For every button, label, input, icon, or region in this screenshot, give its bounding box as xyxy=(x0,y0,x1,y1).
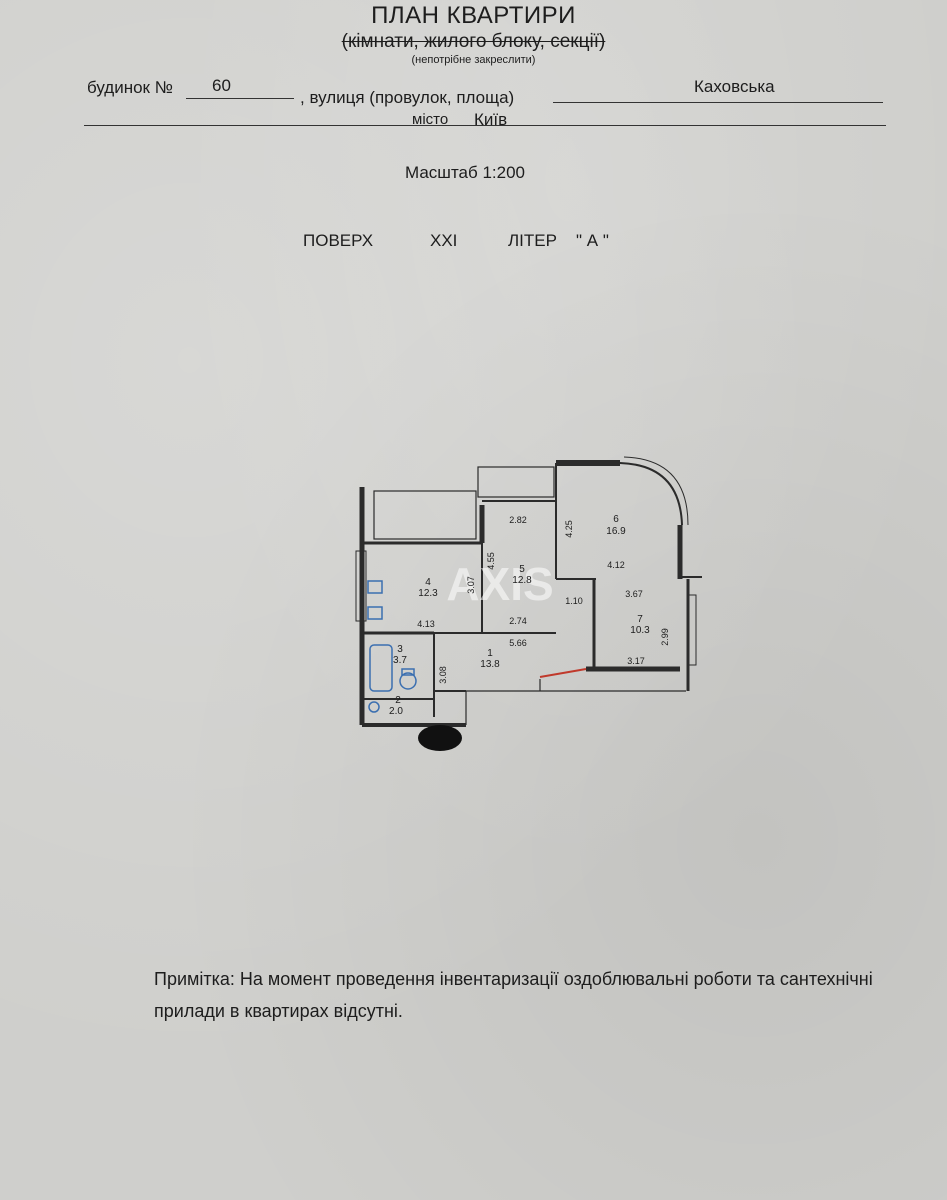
street-underline xyxy=(553,102,883,103)
building-underline xyxy=(186,98,294,99)
entry-wall-accent xyxy=(539,668,587,678)
dim-2-74: 2.74 xyxy=(509,616,527,626)
floor-label: ПОВЕРХ xyxy=(303,231,374,250)
room-4-area: 12.3 xyxy=(418,588,438,599)
dim-2-82: 2.82 xyxy=(509,515,527,525)
room-2-number: 2 xyxy=(395,695,401,706)
letter-label: ЛІТЕР xyxy=(508,231,557,250)
street-value: Каховська xyxy=(694,77,775,96)
dim-4-13: 4.13 xyxy=(417,619,435,629)
dim-5-66: 5.66 xyxy=(509,638,527,648)
dim-4-12: 4.12 xyxy=(607,560,625,570)
building-number: 60 xyxy=(212,76,231,95)
room-3-number: 3 xyxy=(397,644,403,655)
room-1-number: 1 xyxy=(487,648,493,659)
dim-2-99: 2.99 xyxy=(660,628,670,646)
dim-4-55: 4.55 xyxy=(486,552,496,570)
redaction-mark xyxy=(418,725,462,751)
city-value: Київ xyxy=(474,110,508,129)
street-label: , вулиця (провулок, площа) xyxy=(300,88,515,107)
room-4-number: 4 xyxy=(425,577,431,588)
room-2-area: 2.0 xyxy=(389,706,403,717)
dim-3-67: 3.67 xyxy=(625,589,643,599)
watermark-text: AXIS xyxy=(446,558,553,610)
subtitle-note: (непотрібне закреслити) xyxy=(411,54,536,66)
letter-value: " А " xyxy=(576,231,609,250)
outer-walls xyxy=(359,456,702,727)
room-5-number: 5 xyxy=(519,564,525,575)
remark-text: Примітка: На момент проведення інвентари… xyxy=(154,969,873,1021)
document-title: ПЛАН КВАРТИРИ xyxy=(371,2,576,29)
dim-3-07: 3.07 xyxy=(466,576,476,594)
dim-3-08: 3.08 xyxy=(438,666,448,684)
city-underline xyxy=(84,125,886,126)
room-3-area: 3.7 xyxy=(393,655,407,666)
room-6-area: 16.9 xyxy=(606,526,626,537)
room-7-area: 10.3 xyxy=(630,625,650,636)
building-label: будинок № xyxy=(87,78,173,97)
document-subtitle: (кімнати, жилого блоку, секції) xyxy=(341,31,606,52)
dim-3-17: 3.17 xyxy=(627,656,645,666)
plumbing-fixtures xyxy=(367,580,417,713)
room-7-number: 7 xyxy=(637,614,643,625)
floor-value: XXI xyxy=(430,231,458,250)
floor-plan: AXIS 4 12.3 5 12.8 6 16.9 7 10.3 1 13.8 … xyxy=(355,456,702,751)
scale-label: Масштаб 1:200 xyxy=(405,163,525,182)
city-label: місто xyxy=(412,111,449,128)
room-1-area: 13.8 xyxy=(480,659,500,670)
windows xyxy=(355,550,697,666)
balcony-left xyxy=(373,490,477,540)
room-6-number: 6 xyxy=(613,514,619,525)
balcony-top xyxy=(477,466,555,498)
interior-walls xyxy=(362,501,596,717)
dim-1-10: 1.10 xyxy=(565,596,583,606)
dim-4-25: 4.25 xyxy=(564,520,574,538)
room-5-area: 12.8 xyxy=(512,575,532,586)
